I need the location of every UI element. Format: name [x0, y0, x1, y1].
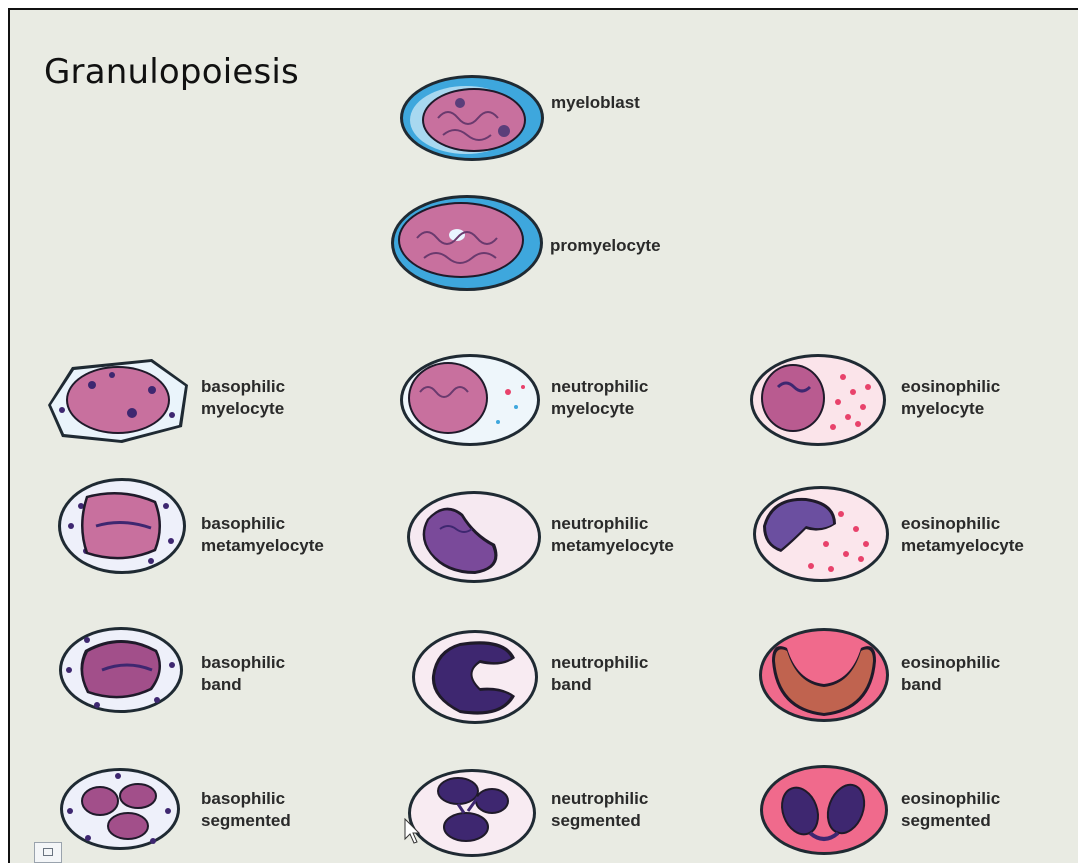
- neutrophilic-myelocyte-illustration: [398, 352, 542, 448]
- label-eosinophilic-band: eosinophilic band: [901, 652, 1000, 696]
- label-eosinophilic-myelocyte: eosinophilic myelocyte: [901, 376, 1000, 420]
- label-line: neutrophilic: [551, 513, 674, 535]
- label-eosinophilic-segmented: eosinophilic segmented: [901, 788, 1000, 832]
- eosinophilic-metamyelocyte-illustration: [751, 484, 891, 584]
- label-line: myelocyte: [551, 398, 648, 420]
- cell-eosinophilic-myelocyte: [748, 352, 888, 453]
- cell-eosinophilic-band: [757, 626, 891, 729]
- frame-border-top: [8, 8, 1078, 10]
- basophilic-segmented-illustration: [58, 766, 182, 852]
- label-line: eosinophilic: [901, 376, 1000, 398]
- cell-neutrophilic-myelocyte: [398, 352, 542, 453]
- frame-border-left: [8, 8, 10, 863]
- label-basophilic-myelocyte: basophilic myelocyte: [201, 376, 285, 420]
- neutrophilic-metamyelocyte-illustration: [405, 489, 543, 585]
- label-neutrophilic-metamyelocyte: neutrophilic metamyelocyte: [551, 513, 674, 557]
- label-line: eosinophilic: [901, 513, 1024, 535]
- label-neutrophilic-segmented: neutrophilic segmented: [551, 788, 648, 832]
- label-myeloblast: myeloblast: [551, 92, 640, 114]
- label-line: myelocyte: [201, 398, 285, 420]
- label-line: basophilic: [201, 376, 285, 398]
- cell-basophilic-band: [57, 625, 185, 720]
- cell-eosinophilic-segmented: [758, 763, 890, 862]
- cell-basophilic-metamyelocyte: [56, 476, 190, 581]
- cell-neutrophilic-segmented: [406, 767, 538, 864]
- label-neutrophilic-myelocyte: neutrophilic myelocyte: [551, 376, 648, 420]
- label-line: neutrophilic: [551, 652, 648, 674]
- label-neutrophilic-band: neutrophilic band: [551, 652, 648, 696]
- label-eosinophilic-metamyelocyte: eosinophilic metamyelocyte: [901, 513, 1024, 557]
- basophilic-metamyelocyte-illustration: [56, 476, 190, 576]
- neutrophilic-band-illustration: [410, 628, 540, 726]
- label-basophilic-metamyelocyte: basophilic metamyelocyte: [201, 513, 324, 557]
- label-line: eosinophilic: [901, 652, 1000, 674]
- slide-thumbnail-icon: [43, 848, 53, 856]
- eosinophilic-segmented-illustration: [758, 763, 890, 857]
- mouse-pointer-icon: [404, 818, 420, 844]
- label-basophilic-band: basophilic band: [201, 652, 285, 696]
- cell-basophilic-segmented: [58, 766, 182, 857]
- label-line: band: [201, 674, 285, 696]
- myeloblast-illustration: [398, 73, 548, 163]
- label-line: band: [901, 674, 1000, 696]
- cell-neutrophilic-band: [410, 628, 540, 731]
- neutrophilic-segmented-illustration: [406, 767, 538, 859]
- slide-thumbnail-button[interactable]: [34, 842, 62, 863]
- label-line: metamyelocyte: [551, 535, 674, 557]
- label-line: myeloblast: [551, 92, 640, 114]
- cell-basophilic-myelocyte: [42, 355, 192, 450]
- label-line: segmented: [201, 810, 291, 832]
- label-line: segmented: [551, 810, 648, 832]
- eosinophilic-myelocyte-illustration: [748, 352, 888, 448]
- label-line: neutrophilic: [551, 788, 648, 810]
- cell-eosinophilic-metamyelocyte: [751, 484, 891, 589]
- label-line: neutrophilic: [551, 376, 648, 398]
- label-line: metamyelocyte: [201, 535, 324, 557]
- label-line: eosinophilic: [901, 788, 1000, 810]
- label-basophilic-segmented: basophilic segmented: [201, 788, 291, 832]
- basophilic-myelocyte-illustration: [42, 355, 192, 445]
- label-line: basophilic: [201, 652, 285, 674]
- label-line: myelocyte: [901, 398, 1000, 420]
- basophilic-band-illustration: [57, 625, 185, 715]
- diagram-title: Granulopoiesis: [44, 52, 299, 92]
- cell-neutrophilic-metamyelocyte: [405, 489, 543, 590]
- label-line: promyelocyte: [550, 235, 661, 257]
- label-line: band: [551, 674, 648, 696]
- label-promyelocyte: promyelocyte: [550, 235, 661, 257]
- eosinophilic-band-illustration: [757, 626, 891, 724]
- promyelocyte-illustration: [389, 193, 549, 293]
- label-line: basophilic: [201, 788, 291, 810]
- label-line: segmented: [901, 810, 1000, 832]
- cell-myeloblast: [398, 73, 548, 168]
- cell-promyelocyte: [389, 193, 549, 298]
- label-line: basophilic: [201, 513, 324, 535]
- label-line: metamyelocyte: [901, 535, 1024, 557]
